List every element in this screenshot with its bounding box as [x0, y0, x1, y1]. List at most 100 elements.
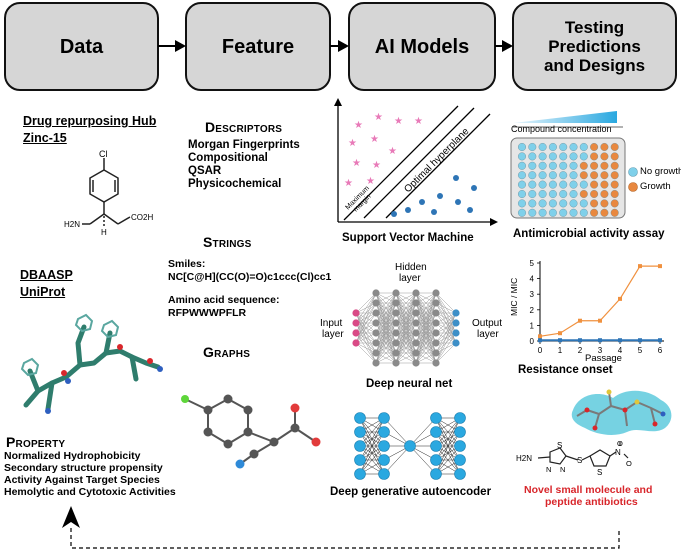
- plate-well: [528, 208, 537, 217]
- nn-edge: [355, 342, 377, 354]
- nn-edge: [355, 292, 377, 324]
- graphs-title: Graphs: [203, 344, 251, 360]
- nn-node: [352, 309, 360, 317]
- plate-well: [569, 190, 578, 199]
- svm-dot: [437, 193, 443, 199]
- svm-plot: Optimal hyperplane Maximum margin ★ ★ ★ …: [334, 98, 498, 226]
- nn-edge: [415, 292, 437, 324]
- svm-star: ★: [354, 120, 363, 131]
- nn-edge: [355, 322, 377, 344]
- concentration-wedge: [513, 111, 617, 123]
- graph-node: [269, 437, 279, 447]
- plate-well: [610, 190, 619, 199]
- stage-data: Data: [4, 2, 159, 91]
- nn-edge: [415, 312, 437, 364]
- plate-well: [569, 171, 578, 180]
- nn-edge: [375, 322, 397, 364]
- ae-edge: [409, 445, 437, 475]
- peptide-atom: [592, 425, 598, 431]
- plate-well: [579, 208, 588, 217]
- nn-edge: [395, 292, 417, 314]
- chart-x-tick-label: 0: [538, 346, 543, 355]
- svm-star: ★: [366, 176, 375, 187]
- ae-edge: [359, 417, 385, 475]
- ae-node: [454, 426, 466, 438]
- svm-star: ★: [352, 158, 361, 169]
- nn-input-label-2: layer: [322, 329, 344, 340]
- svm-dot: [405, 207, 411, 213]
- nn-node: [452, 339, 460, 347]
- plate-well: [559, 142, 568, 151]
- ae-node: [430, 412, 442, 424]
- plate-well: [517, 180, 526, 189]
- peptide-atom: [634, 399, 640, 405]
- nn-node: [392, 319, 400, 327]
- plate-well: [538, 190, 547, 199]
- ae-edge: [409, 417, 437, 447]
- ae-node: [454, 440, 466, 452]
- ae-node: [354, 468, 366, 480]
- descriptor-4: Physicochemical: [188, 178, 282, 190]
- ae-node: [454, 454, 466, 466]
- plate-well: [600, 161, 609, 170]
- atom-o: O: [617, 439, 623, 448]
- nn-node: [392, 339, 400, 347]
- svm-dot: [431, 209, 437, 215]
- strings-title: Strings: [203, 234, 252, 250]
- ae-node: [404, 440, 416, 452]
- svm-star: ★: [388, 146, 397, 157]
- peptide-sidechain: [129, 354, 139, 382]
- atom-blue: [45, 408, 51, 414]
- plate-well: [559, 152, 568, 161]
- plate-well: [538, 152, 547, 161]
- legend-growth-label: Growth: [640, 181, 671, 192]
- db2-line2: UniProt: [20, 285, 66, 299]
- db2-line1: DBAASP: [20, 268, 73, 282]
- nn-edge: [375, 312, 397, 364]
- property-item-2: Secondary structure propensity: [4, 462, 163, 474]
- plate-well: [569, 152, 578, 161]
- bond: [623, 453, 629, 459]
- nn-edge: [375, 292, 397, 334]
- plate-well: [610, 161, 619, 170]
- plate-well: [538, 161, 547, 170]
- ae-node: [430, 468, 442, 480]
- peptide-bonds: [594, 391, 656, 429]
- plate-well: [590, 208, 599, 217]
- stage-feature-label: Feature: [221, 35, 295, 58]
- nn-edge: [355, 292, 377, 314]
- svm-star: ★: [372, 160, 381, 171]
- chart-xlabel: Passage: [585, 353, 622, 364]
- plate-well: [559, 161, 568, 170]
- nn-edge: [415, 292, 437, 364]
- peptide-structure: [20, 313, 163, 414]
- nn-edge: [435, 322, 457, 364]
- arrowhead-feature-ai: [338, 40, 349, 52]
- db1-line1: Drug repurposing Hub: [23, 114, 157, 128]
- nn-node: [352, 339, 360, 347]
- nn-output-label-1: Output: [472, 318, 503, 329]
- plate-well: [590, 171, 599, 180]
- graph-node: [243, 427, 253, 437]
- nn-edge: [395, 292, 417, 334]
- property-title: Property: [6, 434, 66, 450]
- nn-edge: [375, 292, 397, 304]
- plate-well: [600, 199, 609, 208]
- plate-well: [538, 208, 547, 217]
- nn-edge: [415, 292, 437, 344]
- plate-well: [600, 180, 609, 189]
- plate-well: [528, 180, 537, 189]
- nn-edge: [435, 312, 457, 354]
- svm-dot: [471, 185, 477, 191]
- plate-well: [600, 152, 609, 161]
- ae-edge: [435, 445, 461, 475]
- nn-node: [372, 289, 380, 297]
- plate-well: [579, 161, 588, 170]
- legend-no-growth-label: No growth: [640, 166, 681, 177]
- peptide-sidechain: [75, 324, 87, 368]
- graph-node: [203, 405, 213, 415]
- chart-y-tick-label: 0: [530, 337, 535, 346]
- thiophene-ring: [589, 449, 611, 467]
- chart-x-tick-label: 6: [658, 346, 663, 355]
- svm-dot: [455, 199, 461, 205]
